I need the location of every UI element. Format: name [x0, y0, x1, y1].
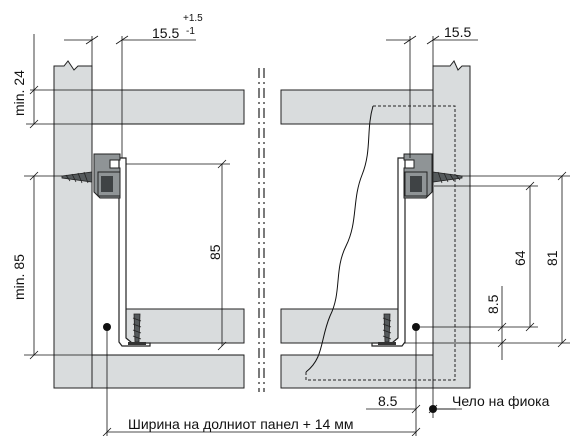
dim-15-5-right: 15.5 — [444, 24, 471, 40]
tick — [115, 35, 129, 45]
tick — [29, 350, 39, 360]
dim-min-85: min. 85 — [11, 254, 27, 300]
tick — [428, 404, 438, 414]
dim-15-5-left: 15.5 — [152, 25, 179, 41]
dim-64: 64 — [512, 250, 528, 266]
tick — [217, 341, 227, 351]
dim-85: 85 — [207, 244, 223, 260]
tick — [497, 338, 507, 348]
right-cabinet-wall — [432, 60, 471, 389]
screw-icon — [378, 313, 396, 345]
tick — [411, 427, 421, 436]
tick — [403, 35, 417, 45]
right-drawer-side — [371, 157, 406, 347]
dim-tolerance-plus: +1.5 — [183, 13, 203, 24]
drawer-front-hidden-outline — [305, 105, 456, 381]
screw-icon — [432, 171, 463, 184]
tick — [426, 35, 440, 45]
dim-8-5-vertical: 8.5 — [485, 294, 501, 314]
tick — [525, 181, 535, 191]
tick — [557, 171, 567, 181]
tick — [29, 85, 39, 95]
dim-8-5-bottom: 8.5 — [378, 393, 398, 409]
right-bottom-panel — [280, 354, 434, 389]
tick — [411, 404, 421, 414]
tick — [557, 338, 567, 348]
tick — [217, 159, 227, 169]
drawer-front-label: Чело на фиока — [452, 393, 550, 409]
left-bottom-panel — [91, 354, 245, 389]
left-drawer-side — [118, 157, 151, 347]
screw-icon — [61, 171, 93, 184]
tick — [497, 322, 507, 332]
break-line — [305, 105, 374, 373]
tick — [102, 427, 112, 436]
bottom-width-label: Ширина на долниот панел + 14 мм — [128, 416, 353, 432]
left-drawer-bottom — [121, 308, 245, 344]
runner-clip-icon — [403, 153, 433, 199]
dim-81: 81 — [544, 250, 560, 266]
right-top-panel — [280, 89, 434, 125]
tick — [29, 171, 39, 181]
dim-tolerance-minus: -1 — [186, 26, 195, 37]
screw-icon — [128, 313, 146, 345]
tick — [525, 322, 535, 332]
runner-clip-icon — [93, 153, 121, 199]
left-top-panel — [91, 89, 245, 125]
tick — [85, 35, 99, 45]
left-cabinet-wall — [53, 60, 93, 389]
dim-min-24: min. 24 — [11, 70, 27, 116]
tick — [29, 119, 39, 129]
